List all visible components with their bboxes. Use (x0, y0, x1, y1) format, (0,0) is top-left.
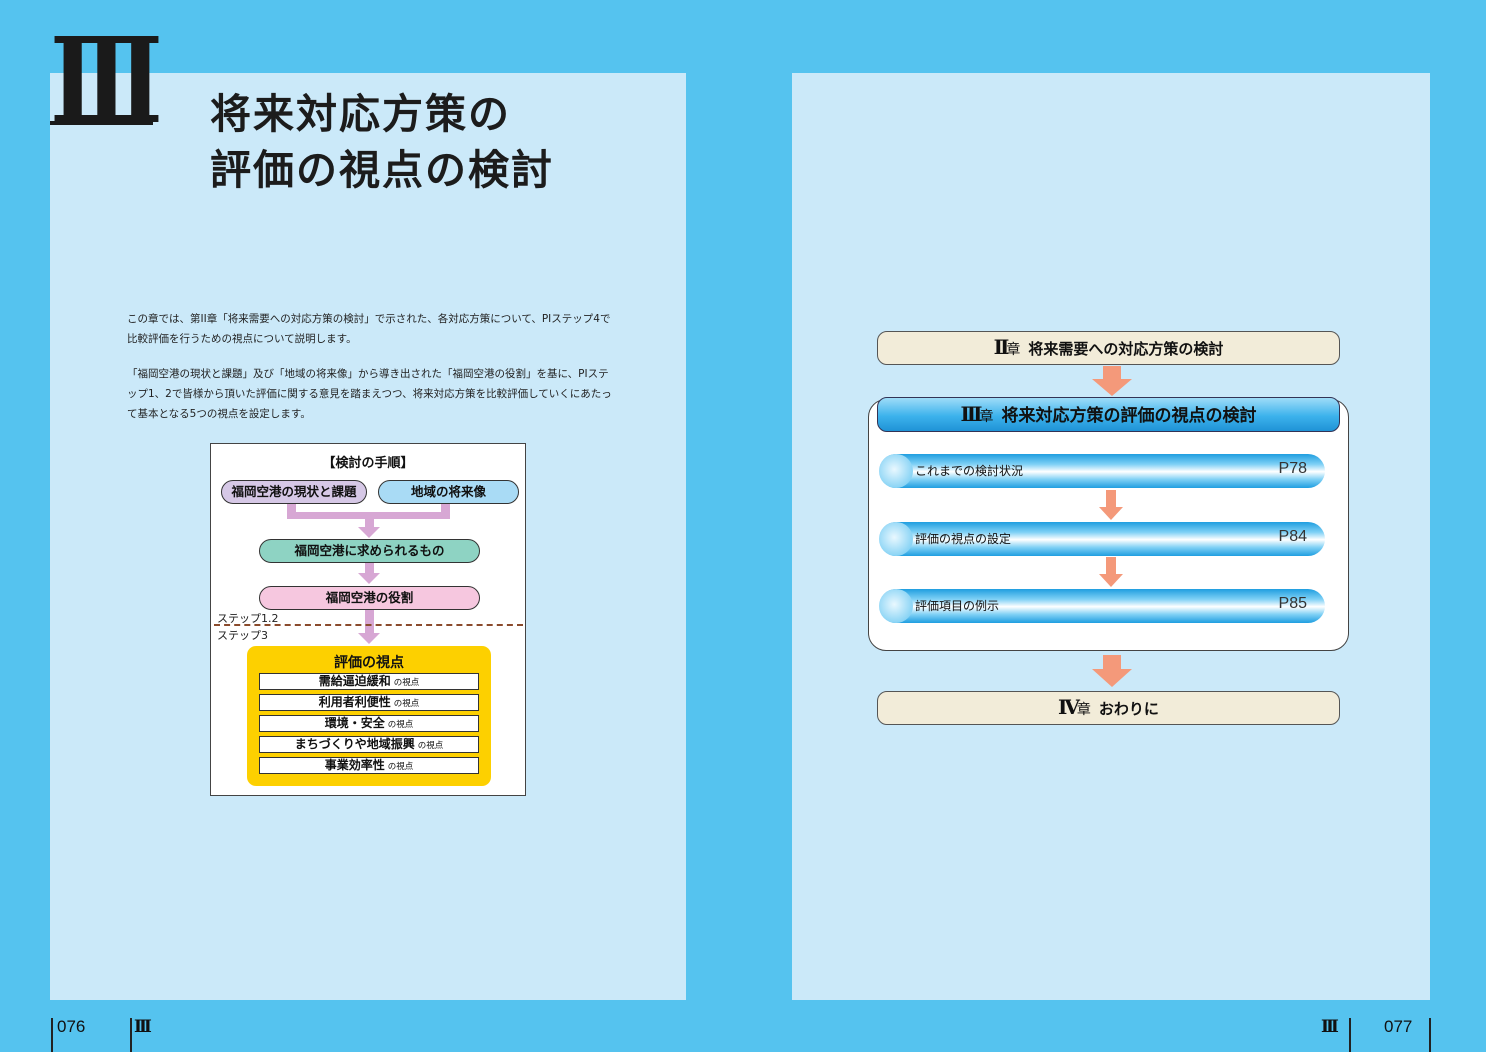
intro-paragraph-1: この章では、第II章「将来需要への対応方策の検討」で示された、各対応方策について… (127, 313, 611, 345)
viewpoint-item: 事業効率性の視点 (259, 757, 479, 774)
arrow-down-icon (358, 527, 380, 538)
viewpoints-title: 評価の視点 (334, 655, 404, 671)
chapter4-box: IV章おわりに (877, 691, 1340, 725)
chapter-numeral: III (50, 11, 163, 150)
section-label: これまでの検討状況 (915, 464, 1024, 478)
section-link[interactable]: 評価の視点の設定 P84 (879, 522, 1325, 556)
connector-stem-2 (365, 563, 374, 573)
section-link[interactable]: 評価項目の例示 P85 (879, 589, 1325, 623)
section-page: P84 (1278, 528, 1307, 545)
viewpoint-item: まちづくりや地域振興の視点 (259, 736, 479, 753)
regional-future-node: 地域の将来像 (378, 480, 519, 504)
folio-rule (1349, 1018, 1351, 1052)
page-number-left: 076 (57, 1017, 86, 1036)
arrow-down-icon (1099, 490, 1123, 520)
chapter3-header: III章将来対応方策の評価の視点の検討 (877, 397, 1340, 432)
requirements-node: 福岡空港に求められるもの (259, 539, 480, 563)
bullet-icon (879, 589, 913, 623)
viewpoint-item: 利用者利便性の視点 (259, 694, 479, 711)
chapter-folio-left: III (134, 1017, 152, 1037)
arrow-down-icon (1092, 655, 1132, 687)
section-link[interactable]: これまでの検討状況 P78 (879, 454, 1325, 488)
section-label: 評価項目の例示 (915, 599, 1000, 613)
page-number-right: 077 (1384, 1017, 1413, 1036)
chapter-folio-right: III (1321, 1017, 1339, 1037)
step-label-3: ステップ3 (217, 629, 268, 642)
chapter2-box: II章将来需要への対応方策の検討 (877, 331, 1340, 365)
folio-rule (1429, 1018, 1431, 1052)
viewpoint-item: 環境・安全の視点 (259, 715, 479, 732)
folio-rule (130, 1018, 132, 1052)
chapter-title-line2: 評価の視点の検討 (210, 146, 554, 194)
folio-rule (51, 1018, 53, 1052)
connector-stem-1 (365, 517, 374, 528)
arrow-down-icon (1092, 366, 1132, 396)
arrow-down-icon (1099, 557, 1123, 587)
connector-left-down (287, 504, 296, 517)
section-page: P78 (1278, 460, 1307, 477)
step-divider (214, 624, 523, 626)
arrow-down-icon (358, 573, 380, 584)
section-label: 評価の視点の設定 (915, 532, 1012, 546)
arrow-down-icon (358, 633, 380, 644)
connector-stem-3 (365, 610, 374, 634)
bullet-icon (879, 522, 913, 556)
viewpoint-item: 需給逼迫緩和の視点 (259, 673, 479, 690)
intro-paragraph-2: 「福岡空港の現状と課題」及び「地域の将来像」から導き出された「福岡空港の役割」を… (127, 368, 612, 420)
section-page: P85 (1278, 595, 1307, 612)
chapter-numeral-rule (50, 121, 153, 125)
bullet-icon (879, 454, 913, 488)
step-label-1-2: ステップ1.2 (217, 612, 279, 625)
connector-merge (287, 512, 450, 519)
connector-right-down (441, 504, 450, 517)
chapter-title-line1: 将来対応方策の (210, 90, 511, 138)
procedure-title: 【検討の手順】 (322, 456, 414, 471)
current-state-node: 福岡空港の現状と課題 (221, 480, 367, 504)
role-node: 福岡空港の役割 (259, 586, 480, 610)
